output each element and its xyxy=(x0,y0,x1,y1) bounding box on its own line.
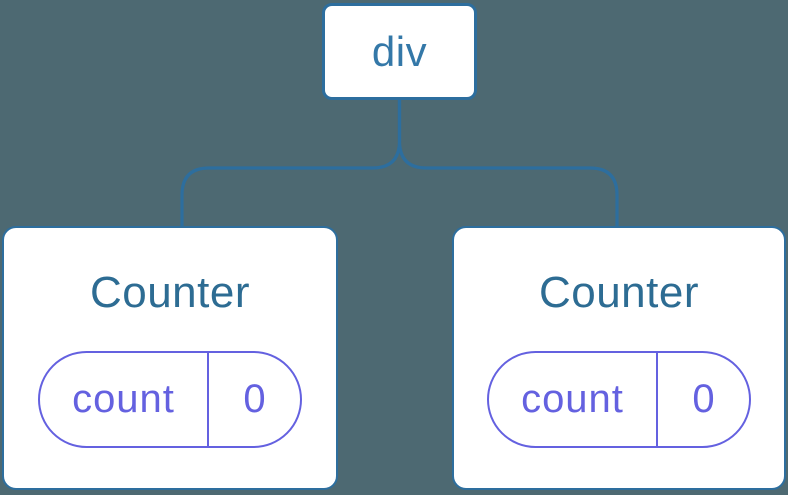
counter-2-title: Counter xyxy=(538,268,700,317)
counter-2-state-key-label: count xyxy=(489,352,658,446)
tree-node-div-label: div xyxy=(371,27,428,75)
counter-1-state-value: 0 xyxy=(243,376,266,421)
tree-node-div: div xyxy=(322,3,477,100)
counter-1-state-pill: count 0 xyxy=(38,350,302,448)
counter-1-state-key-label: count xyxy=(40,352,209,446)
tree-node-counter-1: Counter count 0 xyxy=(2,226,338,490)
tree-node-counter-2: Counter count 0 xyxy=(452,226,786,490)
counter-2-state-pill: count 0 xyxy=(487,350,751,448)
connector-branch-left xyxy=(180,99,402,227)
counter-2-state-value: 0 xyxy=(692,376,715,421)
counter-1-title: Counter xyxy=(89,268,251,317)
connector-branch-right xyxy=(397,99,619,227)
